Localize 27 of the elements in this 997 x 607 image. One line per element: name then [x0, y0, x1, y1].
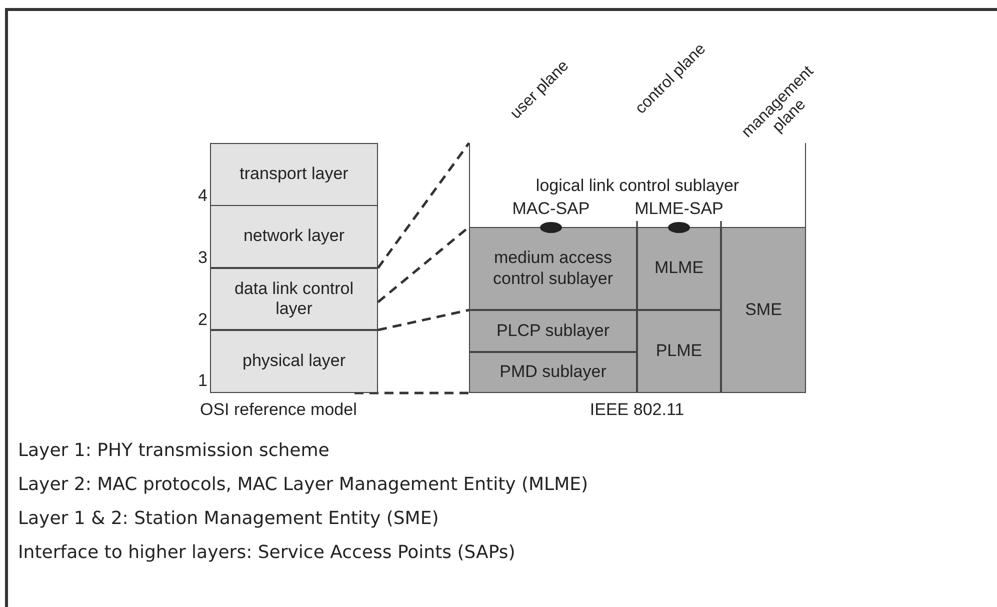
model-caption: OSI reference model — [200, 400, 357, 420]
access-point-label: MAC-SAP — [512, 199, 590, 219]
entity-box: SME — [721, 227, 806, 393]
note-text: Layer 1: PHY transmission scheme — [18, 440, 330, 461]
note-text: Layer 2: MAC protocols, MAC Layer Management Entity (MLME) — [18, 474, 588, 495]
layer-box: transport layer — [210, 143, 378, 206]
entity-box: PLME — [637, 310, 721, 393]
access-point-label: MLME-SAP — [634, 199, 724, 219]
projection-line — [378, 308, 470, 332]
access-point-marker — [668, 222, 690, 233]
sublayer-box: PLCP sublayer — [469, 310, 637, 352]
layer-number: 4 — [198, 186, 208, 206]
layer-box: physical layer — [210, 330, 378, 393]
model-caption: IEEE 802.11 — [590, 400, 684, 420]
note-text: Layer 1 & 2: Station Management Entity (SME) — [18, 508, 439, 529]
layer-number: 3 — [198, 248, 208, 268]
projection-line — [377, 142, 470, 269]
sublayer-box: medium access control sublayer — [469, 227, 637, 310]
projection-line — [354, 392, 469, 394]
layer-number: 2 — [198, 310, 208, 330]
layer-number: 1 — [198, 371, 208, 391]
layer-box: data link control layer — [210, 268, 378, 330]
layer-box: network layer — [210, 205, 378, 268]
access-point-marker — [540, 222, 562, 233]
note-text: Interface to higher layers: Service Access Points (SAPs) — [18, 542, 516, 563]
sublayer-box: PMD sublayer — [469, 352, 637, 393]
entity-box: MLME — [637, 227, 721, 310]
